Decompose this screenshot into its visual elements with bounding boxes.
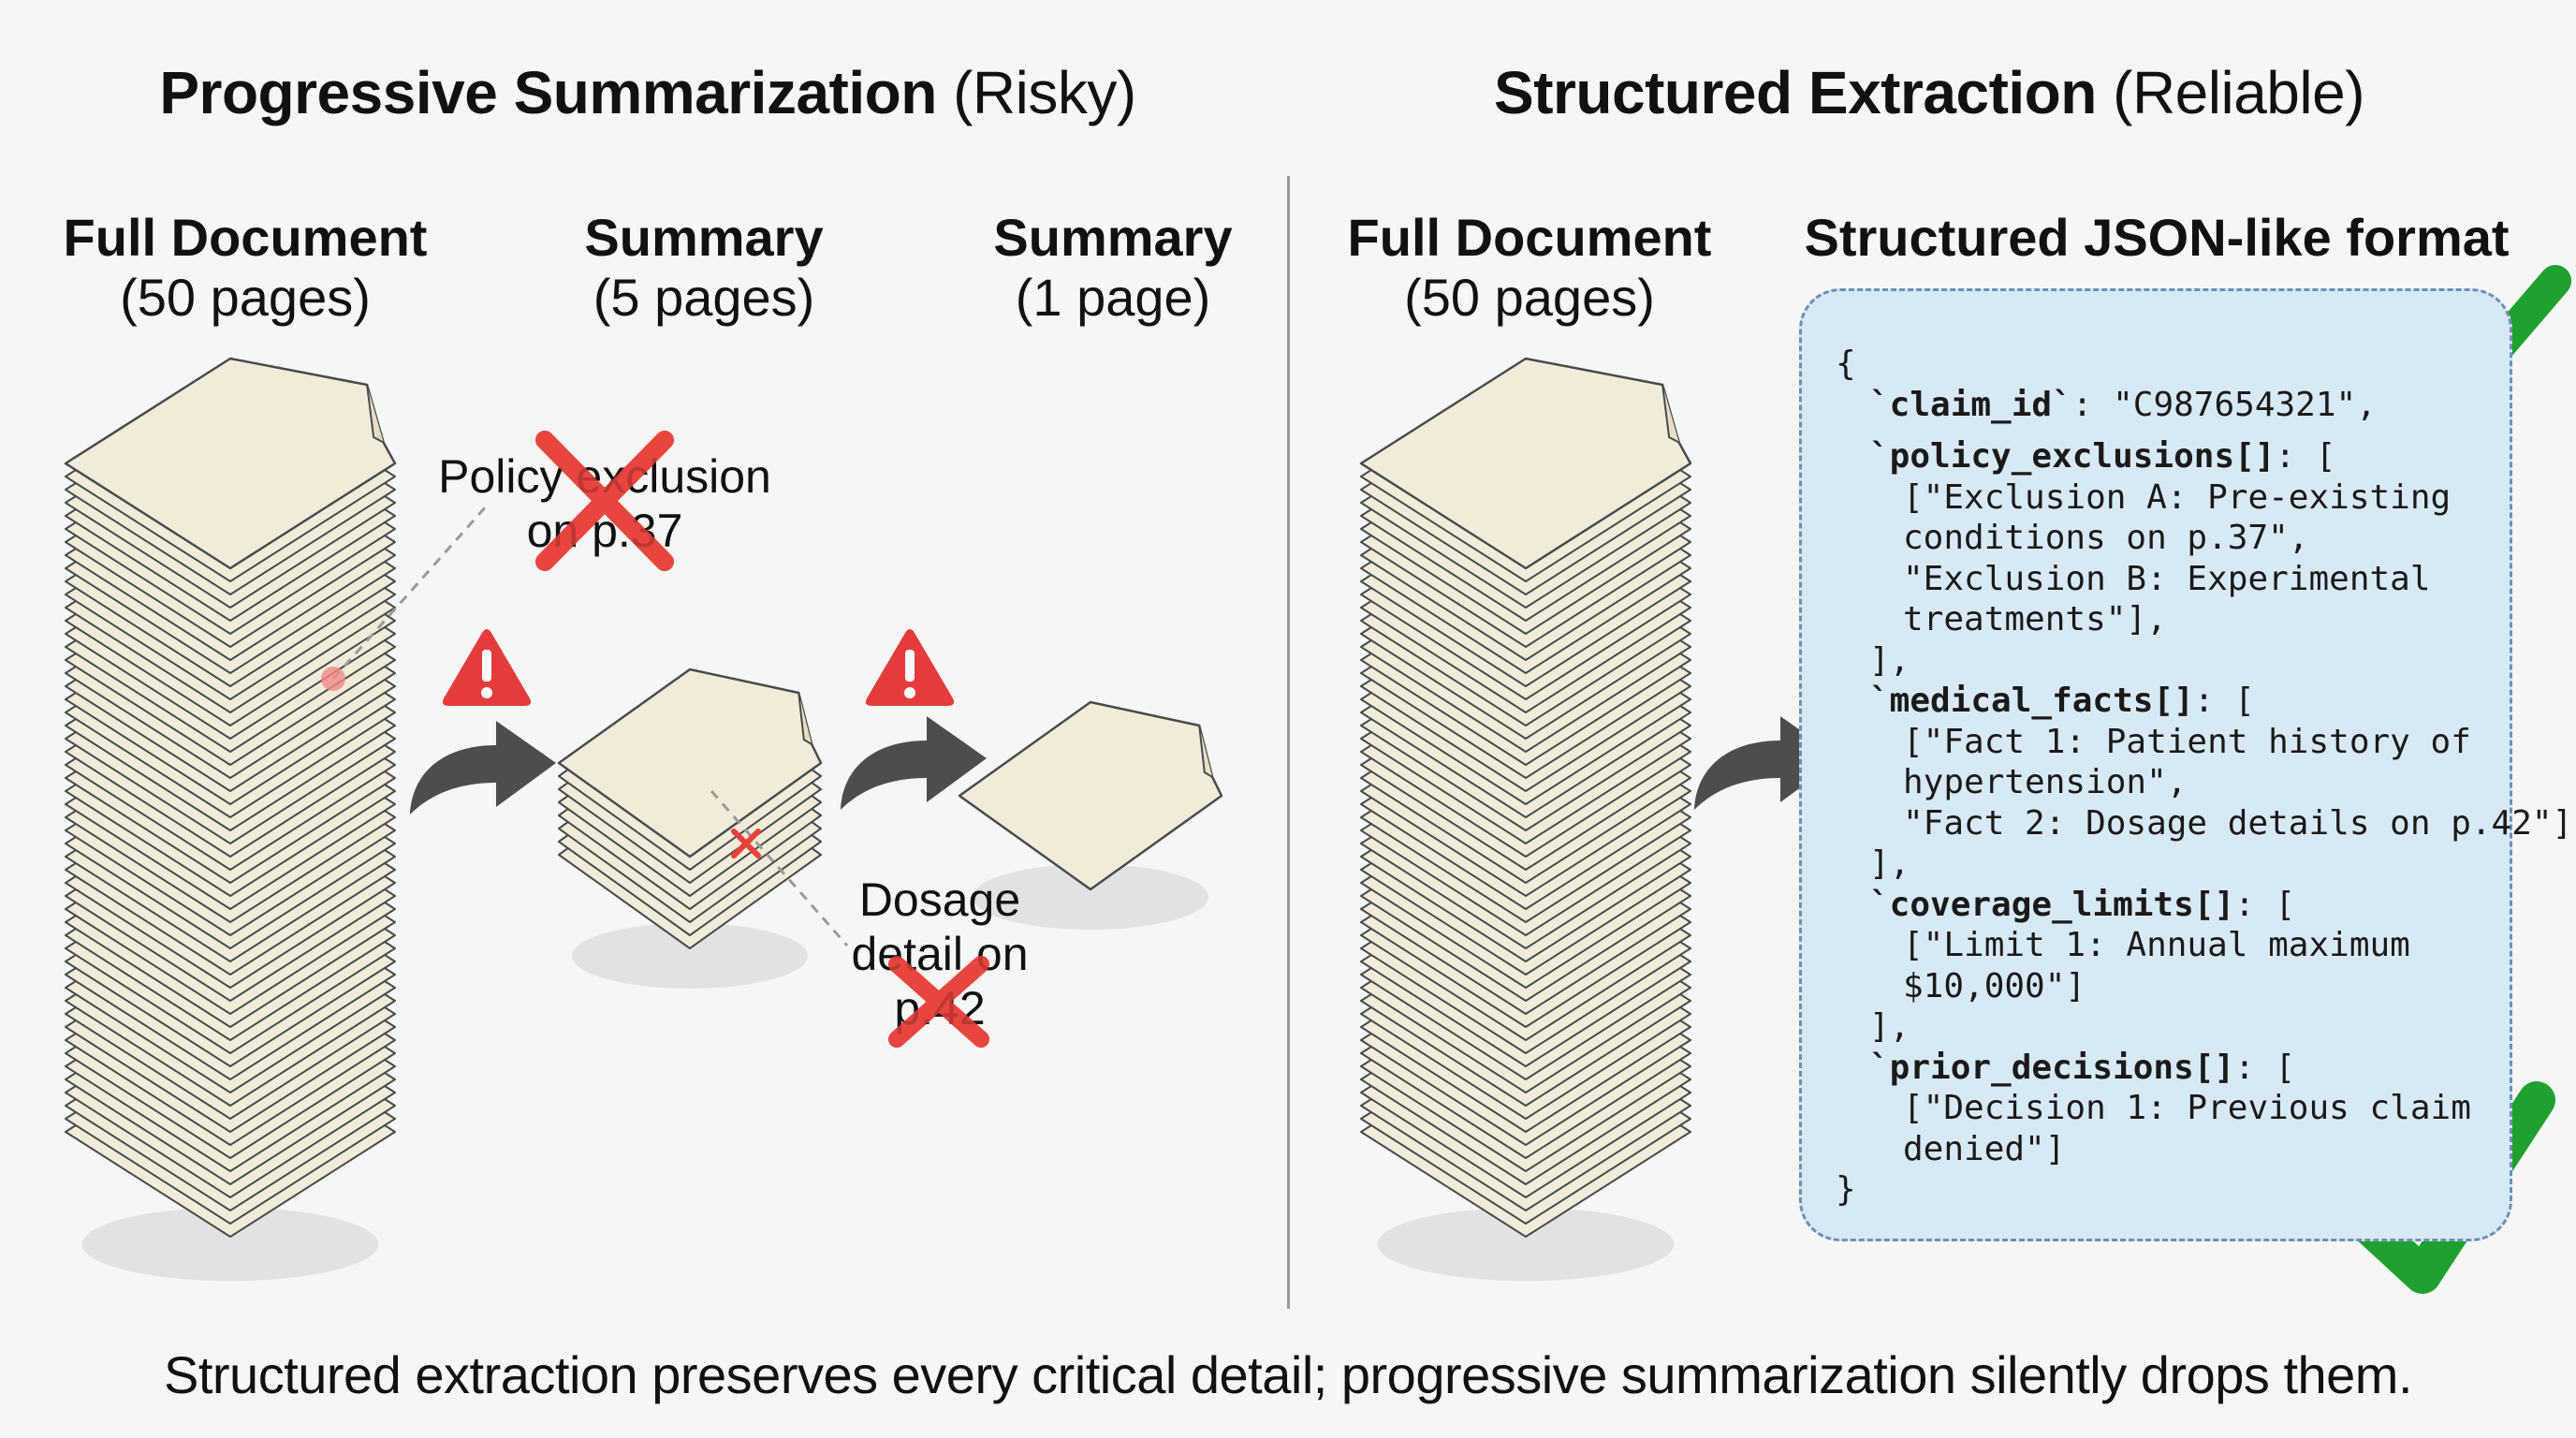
summary-1-page-sheet <box>958 700 1223 930</box>
policy-exclusion-callout: Policy exclusion on p.37 <box>438 449 771 558</box>
json-punct: : [ <box>2234 885 2296 924</box>
heading-sub: (1 page) <box>1015 268 1211 327</box>
json-punct: : [ <box>2275 437 2336 476</box>
json-key: `medical_facts[] <box>1869 682 2194 720</box>
heading-main: Full Document <box>63 208 428 267</box>
right-panel-title-bold: Structured Extraction <box>1494 59 2097 126</box>
warning-icon <box>865 629 955 706</box>
callout-line: detail on <box>851 928 1029 980</box>
right-panel-title: Structured Extraction (Reliable) <box>1494 58 2364 127</box>
structured-json-box: {`claim_id`: "C987654321",`policy_exclus… <box>1799 288 2572 1241</box>
right-col-full-document-heading: Full Document (50 pages) <box>1348 208 1712 328</box>
policy-exclusion-leader-line <box>331 505 489 680</box>
heading-main: Summary <box>584 208 824 267</box>
arrow-icon <box>410 721 556 814</box>
dosage-detail-callout: Dosage detail on p.42 <box>851 873 1028 1035</box>
json-line: `coverage_limits[]: [ <box>1836 885 2572 926</box>
json-line: `claim_id`: "C987654321", <box>1836 385 2572 426</box>
json-line: denied"] <box>1903 1129 2066 1168</box>
top-page <box>958 700 1223 891</box>
json-line: "Exclusion B: Experimental <box>1903 559 2431 598</box>
json-punct: : [ <box>2193 682 2255 720</box>
arrow-icon <box>841 716 987 810</box>
json-line: `medical_facts[]: [ <box>1836 681 2572 722</box>
callout-line: Dosage <box>858 873 1021 926</box>
json-key: `policy_exclusions[] <box>1869 437 2276 476</box>
json-line: ], <box>1869 1007 1910 1046</box>
heading-sub: (50 pages) <box>1404 268 1655 327</box>
folded-corner <box>1661 384 1680 444</box>
dosage-small-cross-icon <box>731 829 761 858</box>
full-document-stack-right <box>1359 357 1692 1282</box>
dosage-leader-line <box>710 790 849 946</box>
json-line: ], <box>1869 844 1910 883</box>
json-line: "Fact 2: Dosage details on p.42"] <box>1903 803 2573 843</box>
json-line: ["Exclusion A: Pre-existing <box>1903 477 2452 517</box>
callout-line: Policy exclusion <box>438 450 771 503</box>
left-col-summary-5-heading: Summary (5 pages) <box>584 208 823 328</box>
callout-line: p.42 <box>894 982 986 1034</box>
json-value: : "C987654321", <box>2071 385 2377 424</box>
callout-line: on p.37 <box>526 505 683 557</box>
right-col-json-heading: Structured JSON-like format <box>1804 208 2509 268</box>
json-line: treatments"], <box>1903 600 2167 638</box>
full-document-stack-left <box>64 357 397 1282</box>
json-line: } <box>1836 1170 1856 1209</box>
folded-corner <box>798 692 812 745</box>
left-col-full-document-heading: Full Document (50 pages) <box>64 208 428 328</box>
json-line: hypertension", <box>1903 763 2188 801</box>
json-line: ], <box>1869 640 1910 680</box>
json-punct: : [ <box>2234 1048 2296 1087</box>
policy-exclusion-marker <box>321 667 345 691</box>
left-panel-title-note: (Risky) <box>953 59 1136 126</box>
json-line: ["Fact 1: Patient history of <box>1903 722 2471 761</box>
left-panel-title: Progressive Summarization (Risky) <box>159 58 1136 127</box>
json-key: `prior_decisions[] <box>1869 1048 2235 1087</box>
stack-shadow <box>1377 1207 1675 1282</box>
json-line: `policy_exclusions[]: [ <box>1836 436 2572 477</box>
json-line: conditions on p.37", <box>1903 519 2309 557</box>
folded-corner <box>366 384 385 444</box>
heading-main: Structured JSON-like format <box>1804 208 2510 267</box>
json-line: `prior_decisions[]: [ <box>1836 1048 2572 1089</box>
stack-shadow <box>973 864 1208 930</box>
panel-divider <box>1287 176 1290 1309</box>
right-panel-title-note: (Reliable) <box>2113 59 2364 126</box>
json-line: $10,000"] <box>1903 966 2086 1005</box>
json-key: `claim_id` <box>1869 385 2072 424</box>
json-line: ["Decision 1: Previous claim <box>1903 1089 2471 1127</box>
warning-icon <box>442 629 532 706</box>
json-key: `coverage_limits[] <box>1869 885 2235 924</box>
json-code: {`claim_id`: "C987654321",`policy_exclus… <box>1836 344 2572 1211</box>
json-line: { <box>1836 345 1856 383</box>
stack-shadow <box>81 1207 379 1282</box>
left-panel-title-bold: Progressive Summarization <box>159 59 937 126</box>
json-line: ["Limit 1: Annual maximum <box>1903 926 2410 964</box>
summary-5-page-stack <box>557 668 823 989</box>
left-col-summary-1-heading: Summary (1 page) <box>993 208 1232 328</box>
folded-corner <box>1198 725 1213 778</box>
heading-sub: (50 pages) <box>120 268 371 327</box>
heading-sub: (5 pages) <box>593 268 815 327</box>
stack-shadow <box>572 923 808 989</box>
footer-caption: Structured extraction preserves every cr… <box>163 1345 2413 1404</box>
heading-main: Full Document <box>1347 208 1712 267</box>
heading-main: Summary <box>993 208 1233 267</box>
